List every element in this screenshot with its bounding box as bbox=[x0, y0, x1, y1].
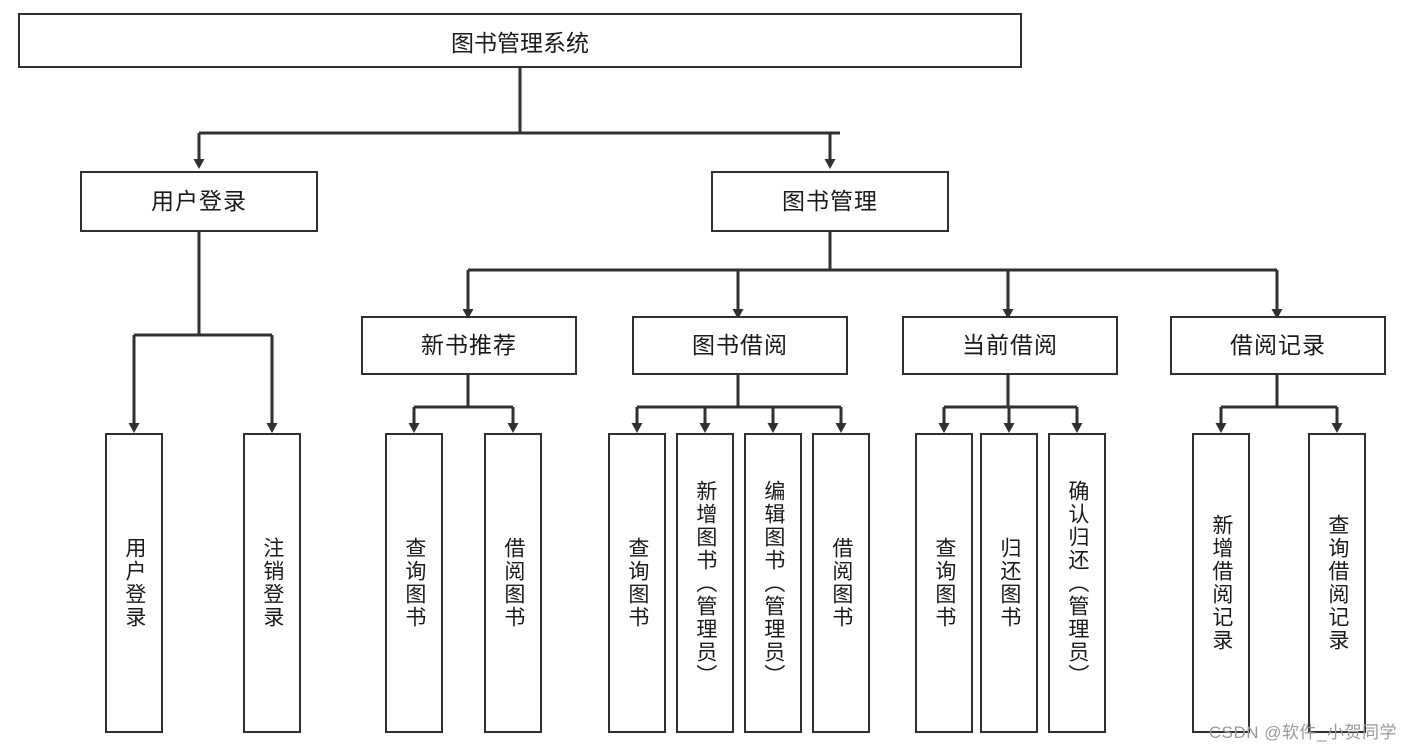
leaf-current-confirm-return[interactable]: 确认归还（管理员） bbox=[1048, 433, 1106, 733]
leaf-label: 归还图书 bbox=[997, 537, 1021, 629]
node-borrow-record-label: 借阅记录 bbox=[1230, 331, 1326, 358]
leaf-user-login-logout[interactable]: 注销登录 bbox=[243, 433, 301, 733]
leaf-record-add[interactable]: 新增借阅记录 bbox=[1192, 433, 1250, 733]
leaf-new-book-borrow[interactable]: 借阅图书 bbox=[484, 433, 542, 733]
leaf-record-query[interactable]: 查询借阅记录 bbox=[1308, 433, 1366, 733]
leaf-borrow-query-book[interactable]: 查询图书 bbox=[608, 433, 666, 733]
node-root[interactable]: 图书管理系统 bbox=[18, 13, 1022, 68]
leaf-label: 查询图书 bbox=[625, 537, 649, 629]
leaf-label: 查询图书 bbox=[932, 537, 956, 629]
leaf-new-book-query[interactable]: 查询图书 bbox=[385, 433, 443, 733]
node-borrow-record[interactable]: 借阅记录 bbox=[1170, 316, 1386, 375]
node-new-book-recommend-label: 新书推荐 bbox=[421, 331, 517, 358]
leaf-user-login-login[interactable]: 用户登录 bbox=[105, 433, 163, 733]
leaf-label: 新增借阅记录 bbox=[1209, 514, 1233, 652]
leaf-borrow-borrow-book[interactable]: 借阅图书 bbox=[812, 433, 870, 733]
node-user-login-label: 用户登录 bbox=[151, 187, 247, 214]
leaf-label: 借阅图书 bbox=[501, 537, 525, 629]
leaf-label: 新增图书（管理员） bbox=[693, 479, 717, 687]
node-book-management-label: 图书管理 bbox=[782, 187, 878, 214]
node-book-management[interactable]: 图书管理 bbox=[711, 171, 949, 232]
leaf-label: 借阅图书 bbox=[829, 537, 853, 629]
leaf-label: 查询借阅记录 bbox=[1325, 514, 1349, 652]
leaf-current-query-book[interactable]: 查询图书 bbox=[915, 433, 973, 733]
leaf-borrow-add-book[interactable]: 新增图书（管理员） bbox=[676, 433, 734, 733]
leaf-label: 编辑图书（管理员） bbox=[761, 479, 785, 687]
node-new-book-recommend[interactable]: 新书推荐 bbox=[361, 316, 577, 375]
node-user-login[interactable]: 用户登录 bbox=[80, 171, 318, 232]
leaf-borrow-edit-book[interactable]: 编辑图书（管理员） bbox=[744, 433, 802, 733]
leaf-current-return-book[interactable]: 归还图书 bbox=[980, 433, 1038, 733]
node-current-borrow[interactable]: 当前借阅 bbox=[902, 316, 1118, 375]
node-root-label: 图书管理系统 bbox=[451, 29, 589, 56]
leaf-label: 注销登录 bbox=[260, 537, 284, 629]
leaf-label: 查询图书 bbox=[402, 537, 426, 629]
node-current-borrow-label: 当前借阅 bbox=[962, 331, 1058, 358]
watermark: CSDN @软件_小贺同学 bbox=[1208, 723, 1397, 742]
node-book-borrow[interactable]: 图书借阅 bbox=[632, 316, 848, 375]
node-book-borrow-label: 图书借阅 bbox=[692, 331, 788, 358]
leaf-label: 确认归还（管理员） bbox=[1065, 479, 1089, 687]
leaf-label: 用户登录 bbox=[122, 537, 146, 629]
